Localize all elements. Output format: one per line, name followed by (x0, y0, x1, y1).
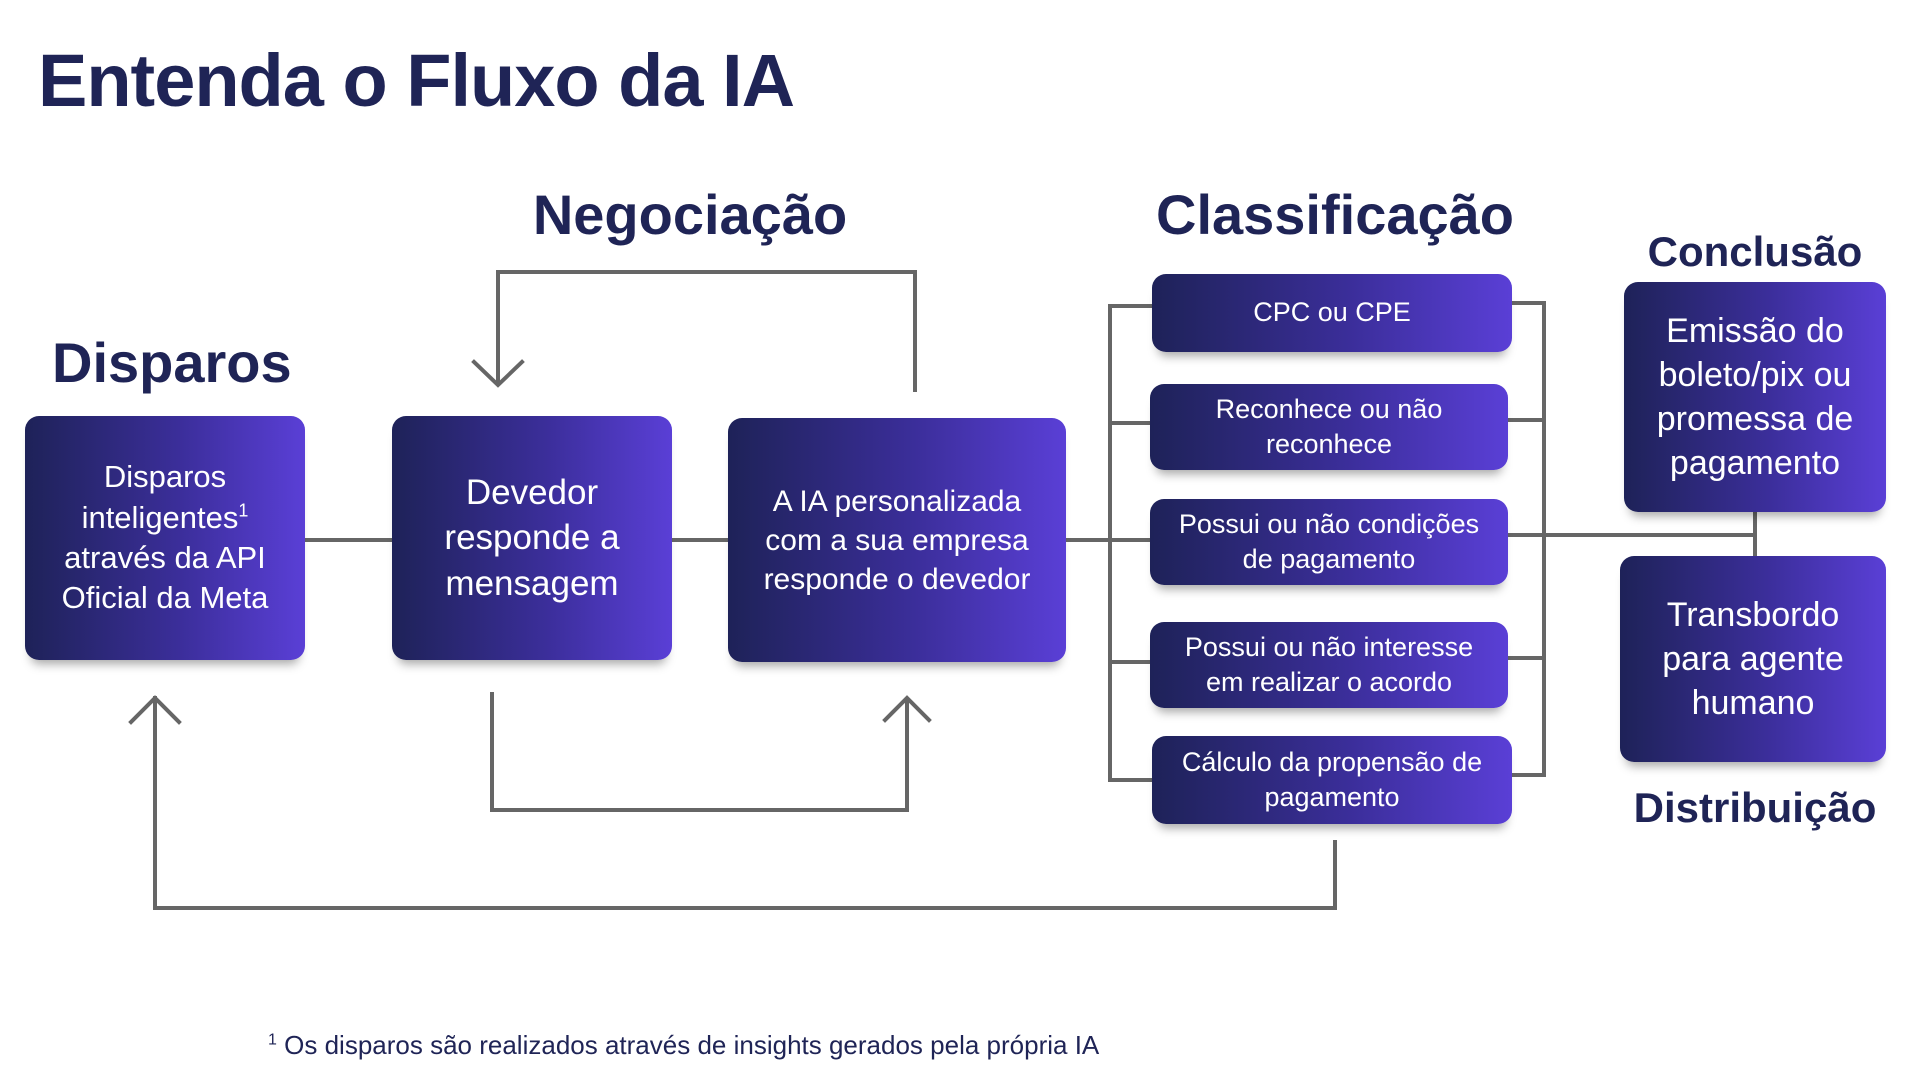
footnote-marker: 1 (268, 1031, 277, 1049)
distribuicao-box: Transbordo para agente humano (1620, 556, 1886, 762)
classificacao-item-propensao: Cálculo da propensão de pagamento (1152, 736, 1512, 824)
ia-line-3: responde o devedor (763, 562, 1031, 596)
loop-devedor-to-ia (490, 692, 909, 812)
arrowhead-devedor-top (471, 359, 525, 388)
disparos-line-1: Disparos (103, 459, 227, 495)
ia-box: A IA personalizada com a sua empresa res… (728, 418, 1066, 662)
section-title-conclusao: Conclusão (1647, 228, 1863, 275)
classificacao-item-text: Cálculo da propensão de (1181, 746, 1483, 777)
conclusao-line-3: promessa de (1656, 400, 1854, 438)
arrowhead-ia-bottom (882, 695, 932, 723)
conclusao-line-1: Emissão do (1666, 311, 1844, 350)
classificacao-item-reconhece: Reconhece ou não reconhece (1150, 384, 1508, 470)
disparos-box: Disparos inteligentes1 através da API Of… (25, 416, 305, 660)
arrowhead-disparos-bottom (128, 695, 182, 725)
classificacao-item-text: Possui ou não interesse (1184, 631, 1474, 662)
classificacao-item-text: Possui ou não condições (1178, 508, 1480, 539)
section-title-distribuicao: Distribuição (1633, 784, 1877, 831)
classificacao-item-text: CPC ou CPE (1253, 297, 1411, 328)
distribuicao-line-1: Transbordo (1666, 595, 1840, 634)
classificacao-item-condicoes: Possui ou não condições de pagamento (1150, 499, 1508, 585)
classificacao-item-text: reconhece (1265, 429, 1393, 459)
classificacao-item-text: pagamento (1264, 782, 1400, 812)
disparos-line-3: através da API (64, 540, 266, 575)
devedor-line-3: mensagem (445, 563, 619, 603)
distribuicao-line-3: humano (1691, 684, 1815, 723)
loop-ia-to-devedor (496, 270, 917, 392)
devedor-line-2: responde a (444, 518, 620, 558)
devedor-line-1: Devedor (465, 472, 599, 512)
section-title-negociacao: Negociação (532, 183, 848, 246)
conclusao-line-4: pagamento (1669, 444, 1841, 483)
section-title-classificacao: Classificação (1156, 183, 1514, 246)
classificacao-item-text: Reconhece ou não (1215, 393, 1443, 424)
classificacao-item-interesse: Possui ou não interesse em realizar o ac… (1150, 622, 1508, 708)
footnote-marker: 1 (238, 500, 249, 521)
disparos-line-2: inteligentes1 (81, 499, 249, 535)
conclusao-line-2: boleto/pix ou (1658, 355, 1852, 394)
footnote: 1 Os disparos são realizados através de … (268, 1032, 1099, 1058)
ia-line-1: A IA personalizada (772, 484, 1022, 518)
disparos-line-4: Oficial da Meta (61, 580, 269, 616)
page-title: Entenda o Fluxo da IA (38, 39, 795, 122)
devedor-box: Devedor responde a mensagem (392, 416, 672, 660)
section-title-disparos: Disparos (52, 331, 292, 394)
classificacao-item-cpc: CPC ou CPE (1152, 274, 1512, 352)
loop-classificacao-to-disparos (153, 696, 1337, 910)
classificacao-item-text: em realizar o acordo (1205, 667, 1453, 697)
ia-line-2: com a sua empresa (765, 523, 1029, 557)
classificacao-item-text: de pagamento (1242, 544, 1416, 574)
distribuicao-line-2: para agente (1662, 639, 1844, 678)
conclusao-box: Emissão do boleto/pix ou promessa de pag… (1624, 282, 1886, 512)
footnote-text: Os disparos são realizados através de in… (284, 1030, 1100, 1060)
